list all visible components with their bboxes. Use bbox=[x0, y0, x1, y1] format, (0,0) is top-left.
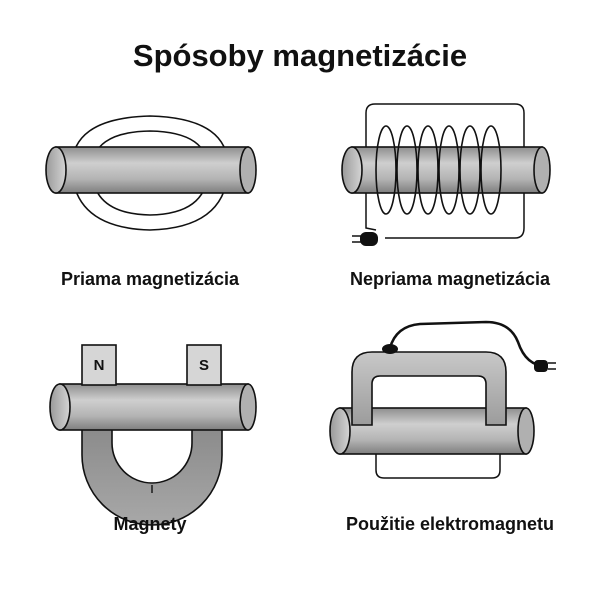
rod-icon bbox=[49, 383, 257, 431]
panel-indirect-magnetization bbox=[341, 103, 551, 246]
south-pole-block: S bbox=[186, 344, 222, 386]
electromagnet-yoke-icon bbox=[351, 351, 507, 426]
power-cable-icon bbox=[382, 320, 556, 372]
page-title: Spósoby magnetizácie bbox=[132, 38, 468, 73]
rod-icon bbox=[341, 146, 551, 194]
horseshoe-magnet-icon bbox=[81, 424, 223, 526]
coil-icon bbox=[375, 125, 502, 215]
panel-electromagnet bbox=[329, 320, 556, 479]
plug-icon bbox=[352, 232, 378, 246]
caption-magnets: Magnety bbox=[113, 514, 187, 534]
caption-electromagnet: Použitie elektromagnetu bbox=[345, 514, 555, 534]
panel-magnets: N S bbox=[49, 344, 257, 526]
north-pole-label: N bbox=[94, 357, 105, 374]
north-pole-block: N bbox=[81, 344, 117, 386]
panel-direct-magnetization bbox=[45, 115, 257, 231]
south-pole-label: S bbox=[199, 357, 209, 374]
caption-direct-magnetization: Priama magnetizácia bbox=[60, 269, 240, 289]
caption-indirect-magnetization: Nepriama magnetizácia bbox=[349, 269, 551, 289]
yoke-lower-outline bbox=[375, 440, 501, 479]
rod-icon bbox=[45, 146, 257, 194]
rod-icon bbox=[329, 407, 535, 455]
